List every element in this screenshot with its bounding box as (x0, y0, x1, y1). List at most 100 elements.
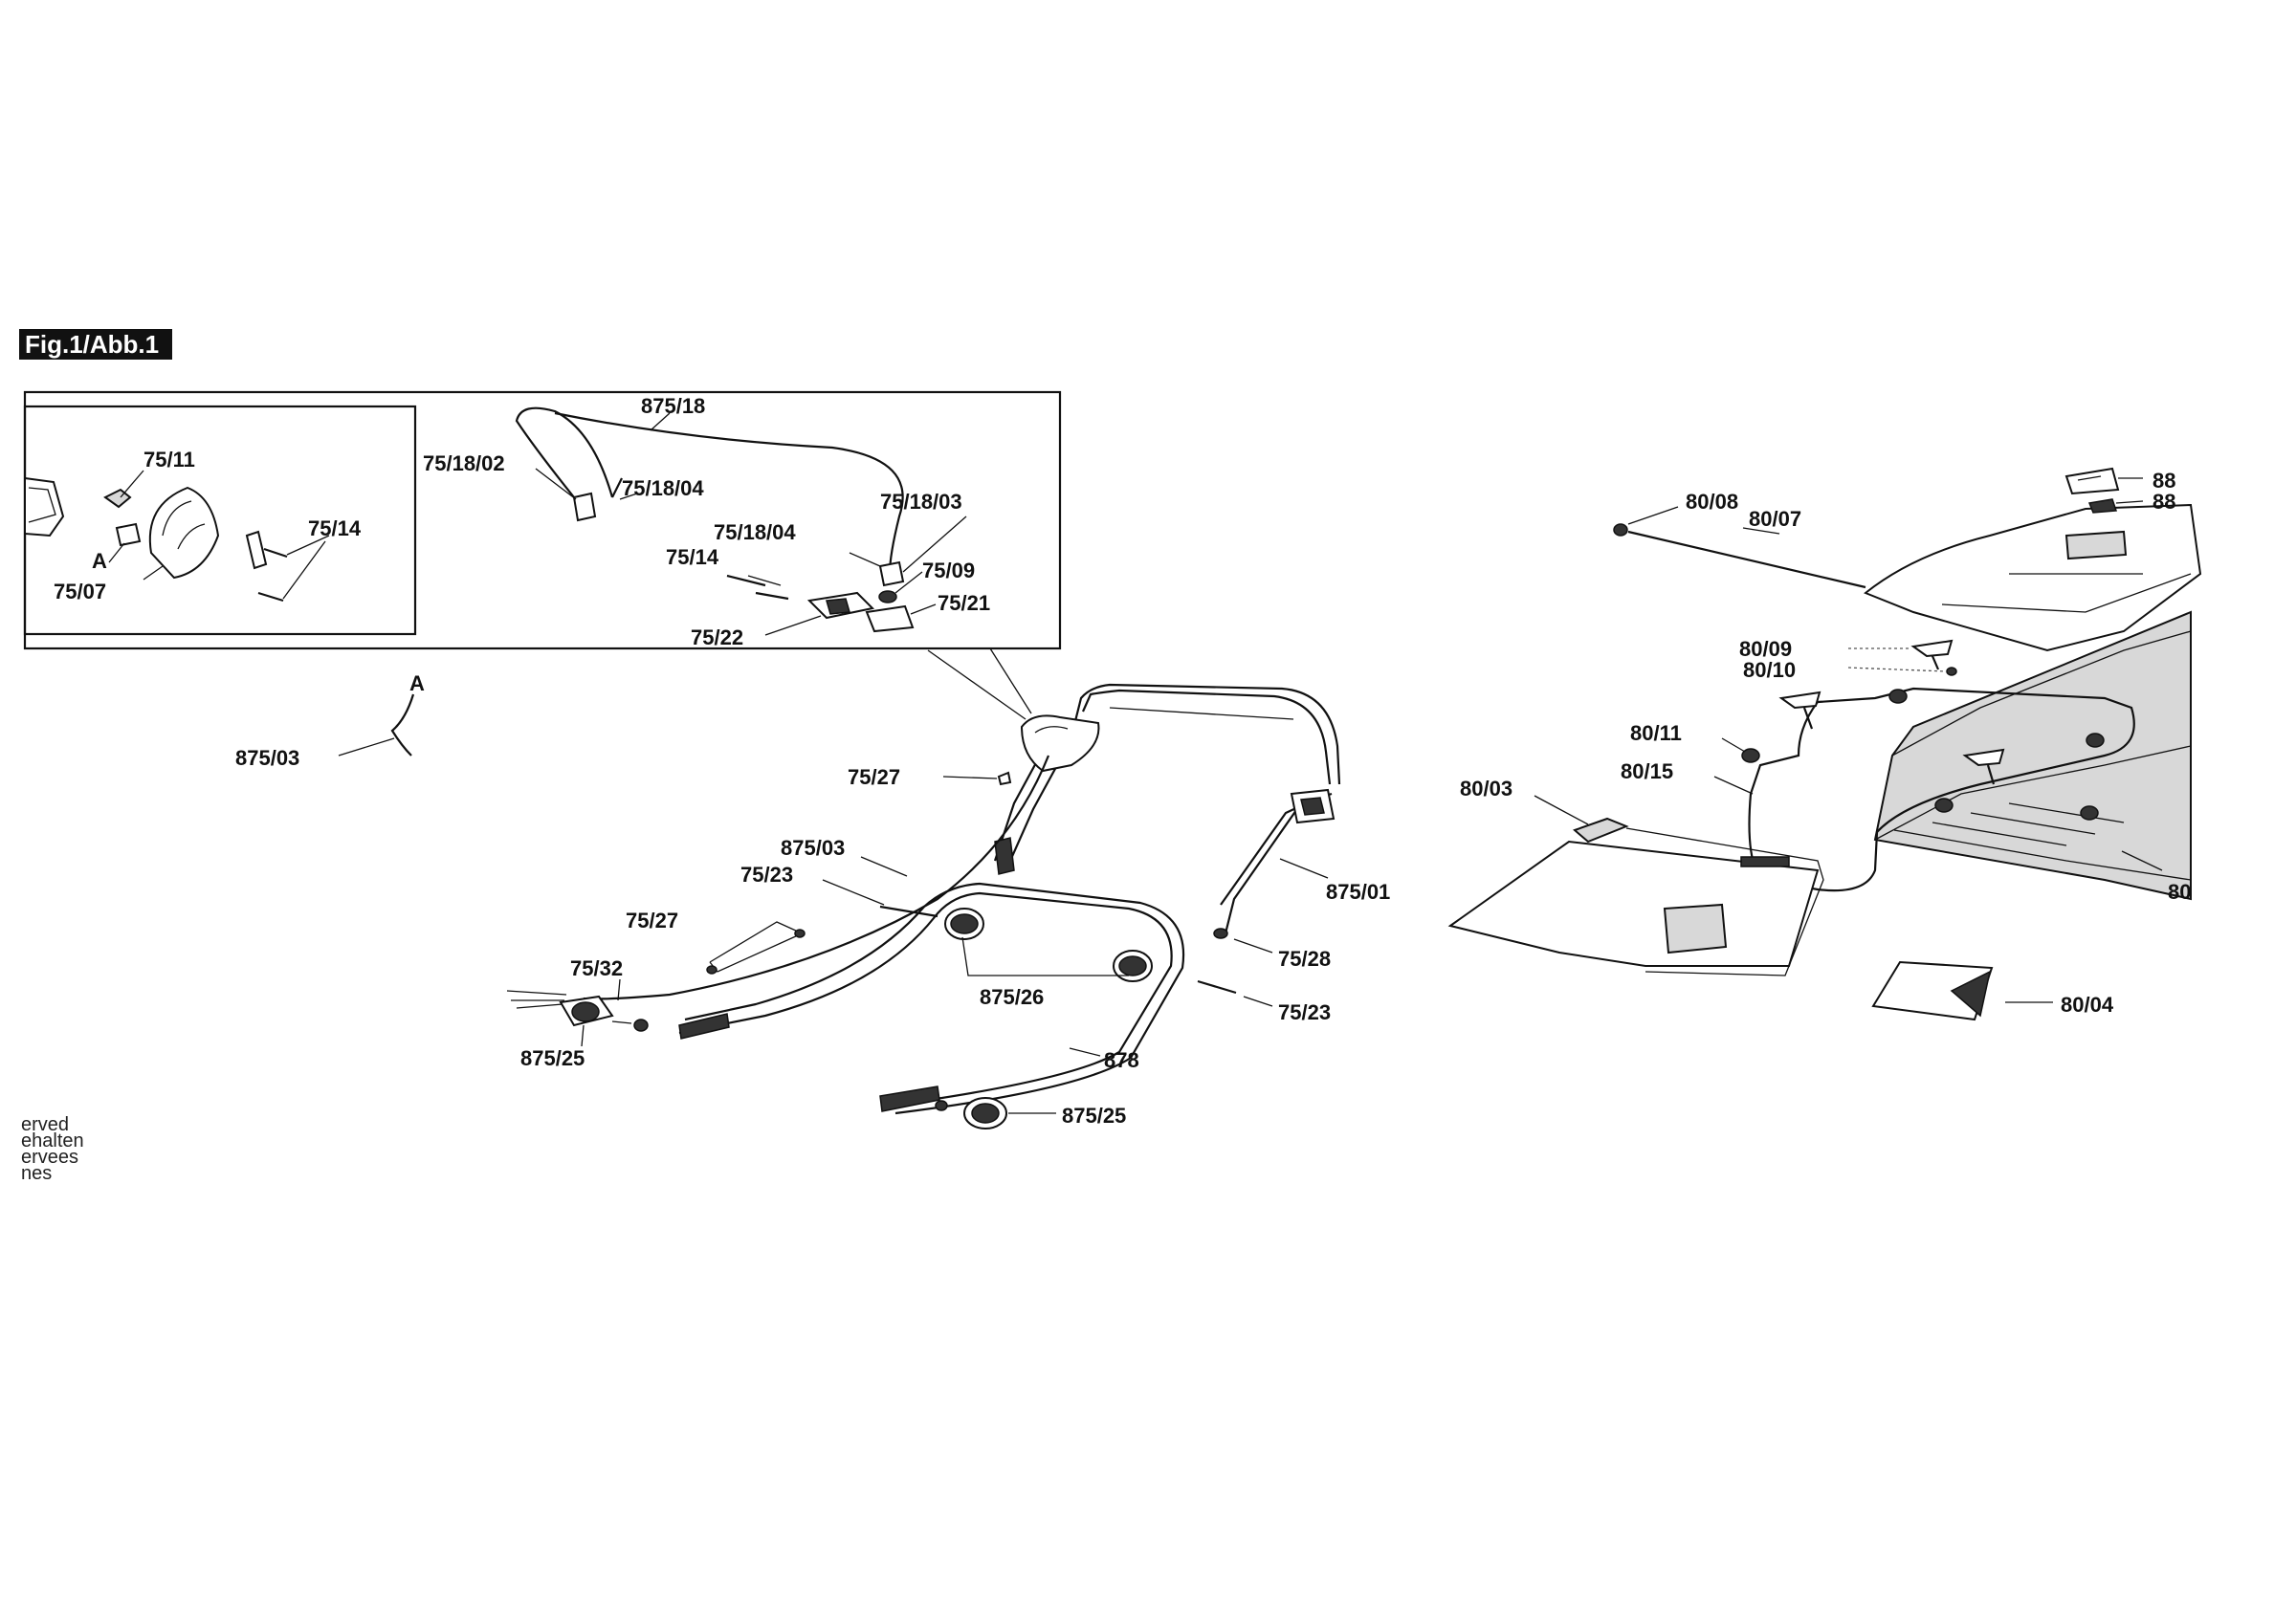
leader-875-03b (860, 856, 908, 877)
rights-line: erved (21, 1114, 70, 1135)
callout-875-01: 875/01 (1326, 880, 1390, 904)
part-75-27-upper (997, 771, 1012, 786)
part-75-32-wires (506, 978, 621, 1009)
leader-80-03 (1534, 795, 1589, 825)
callout-75-23-a: 75/23 (740, 863, 793, 887)
callout-80-04: 80/04 (2061, 993, 2114, 1017)
callout-75-07: 75/07 (54, 580, 106, 603)
part-875-26-knob-b (1113, 950, 1153, 982)
part-75-09 (878, 590, 897, 603)
callout-875-03-a: 875/03 (235, 746, 299, 770)
callout-75-14-a: 75/14 (308, 516, 362, 540)
part-75-28 (1213, 928, 1228, 939)
callout-75-18-02: 75/18/02 (423, 451, 505, 475)
leader-75-23b (1243, 996, 1273, 1007)
leader-80-07 (1742, 527, 1780, 535)
callout-75-22: 75/22 (691, 625, 743, 649)
callout-75-14-b: 75/14 (666, 545, 719, 569)
part-875-18-cable (515, 406, 905, 587)
part-875-25-knob-b (935, 1097, 1007, 1130)
part-88-a (2064, 467, 2143, 495)
part-75-23-bolt-b (1197, 979, 1237, 995)
callout-80-cut: 80 (2168, 880, 2191, 904)
part-88-b (2087, 498, 2144, 514)
part-80-03-chute (1447, 817, 1824, 976)
part-75-21 (865, 603, 937, 633)
figure-title: Fig.1/Abb.1 (19, 329, 173, 360)
leader-75-09 (894, 571, 923, 594)
leader-80-cut (2121, 850, 2163, 871)
callout-875-25-b: 875/25 (1062, 1104, 1126, 1128)
callout-a-detail: A (92, 549, 107, 573)
part-80-11 (1741, 748, 1760, 763)
leader-875-26 (961, 936, 1129, 976)
part-80-07-rod (1627, 530, 1866, 589)
part-75-22 (764, 591, 875, 636)
callout-88-b: 88 (2152, 490, 2175, 514)
callout-75-11: 75/11 (144, 448, 195, 472)
callout-75-18-04-a: 75/18/04 (622, 476, 704, 500)
leader-75-27a (942, 776, 998, 779)
callout-75-27-b: 75/27 (626, 909, 678, 932)
part-80-09 (1848, 639, 1954, 670)
detail-pointer-line (927, 649, 1027, 720)
part-80-clip-b (1778, 691, 1821, 730)
callout-875-26: 875/26 (980, 985, 1044, 1009)
callout-75-27-a: 75/27 (848, 765, 900, 789)
callout-80-11: 80/11 (1630, 721, 1682, 745)
callout-75-28: 75/28 (1278, 947, 1331, 971)
leader-75-18-04a (619, 493, 638, 500)
part-80-11-e (2080, 805, 2099, 821)
rights-line: ervees (21, 1147, 79, 1168)
part-clamp (1290, 788, 1336, 824)
rights-line: ehalten (21, 1130, 84, 1151)
leader-875-01 (1279, 858, 1329, 879)
cropped-housing-part (24, 476, 65, 537)
callout-80-07: 80/07 (1749, 507, 1801, 531)
part-80-11-b (1888, 689, 1908, 704)
callout-80-08: 80/08 (1686, 490, 1738, 514)
part-878-lower-handle (678, 882, 1185, 1115)
rights-notice-fragment: erved ehalten ervees nes (21, 1114, 84, 1184)
part-75-23-bolt-a (879, 905, 938, 918)
callout-75-21: 75/21 (938, 591, 990, 615)
part-875-25-knob-a (559, 995, 649, 1032)
callout-75-18-03: 75/18/03 (880, 490, 962, 514)
part-a-bracket (108, 522, 142, 563)
callout-875-18: 875/18 (641, 394, 705, 418)
callout-878: 878 (1104, 1048, 1139, 1072)
part-80-clip-c (1962, 748, 2005, 785)
callout-a-cable: A (409, 671, 425, 695)
part-switch-box (1020, 714, 1100, 773)
part-75-14-left (245, 530, 330, 603)
callout-88-a: 88 (2152, 469, 2175, 493)
leader-875-25a (581, 1024, 585, 1047)
callout-80-15: 80/15 (1621, 759, 1673, 783)
part-75-27-lower (706, 921, 806, 975)
part-75-07 (143, 486, 220, 581)
part-875-26-knob-a (944, 908, 984, 940)
leader-75-23a (822, 879, 885, 906)
leader-75-18-04b (849, 552, 881, 567)
callout-80-03: 80/03 (1460, 777, 1512, 801)
part-75-14-right (726, 574, 789, 601)
part-875-03-cable-long (583, 755, 1050, 1000)
callout-75-23-b: 75/23 (1278, 1000, 1331, 1024)
part-80-11-d (2086, 733, 2105, 748)
part-80-10 (1847, 667, 1957, 676)
part-grass-bag (1873, 610, 2192, 901)
part-875-03-cable-a (338, 693, 415, 757)
part-80-04-flap (1871, 960, 1994, 1021)
leader-75-18-02 (535, 468, 577, 500)
callout-80-09: 80/09 (1739, 637, 1792, 661)
part-80-11-c (1934, 798, 1954, 813)
leader-80-15 (1713, 776, 1754, 795)
rights-line: nes (21, 1163, 53, 1184)
callout-80-10: 80/10 (1743, 658, 1796, 682)
leader-878 (1069, 1047, 1101, 1057)
leader-75-18-03 (902, 515, 967, 573)
leader-80-08 (1627, 506, 1679, 525)
leader-75-28 (1233, 938, 1273, 954)
callout-75-09: 75/09 (922, 559, 975, 582)
